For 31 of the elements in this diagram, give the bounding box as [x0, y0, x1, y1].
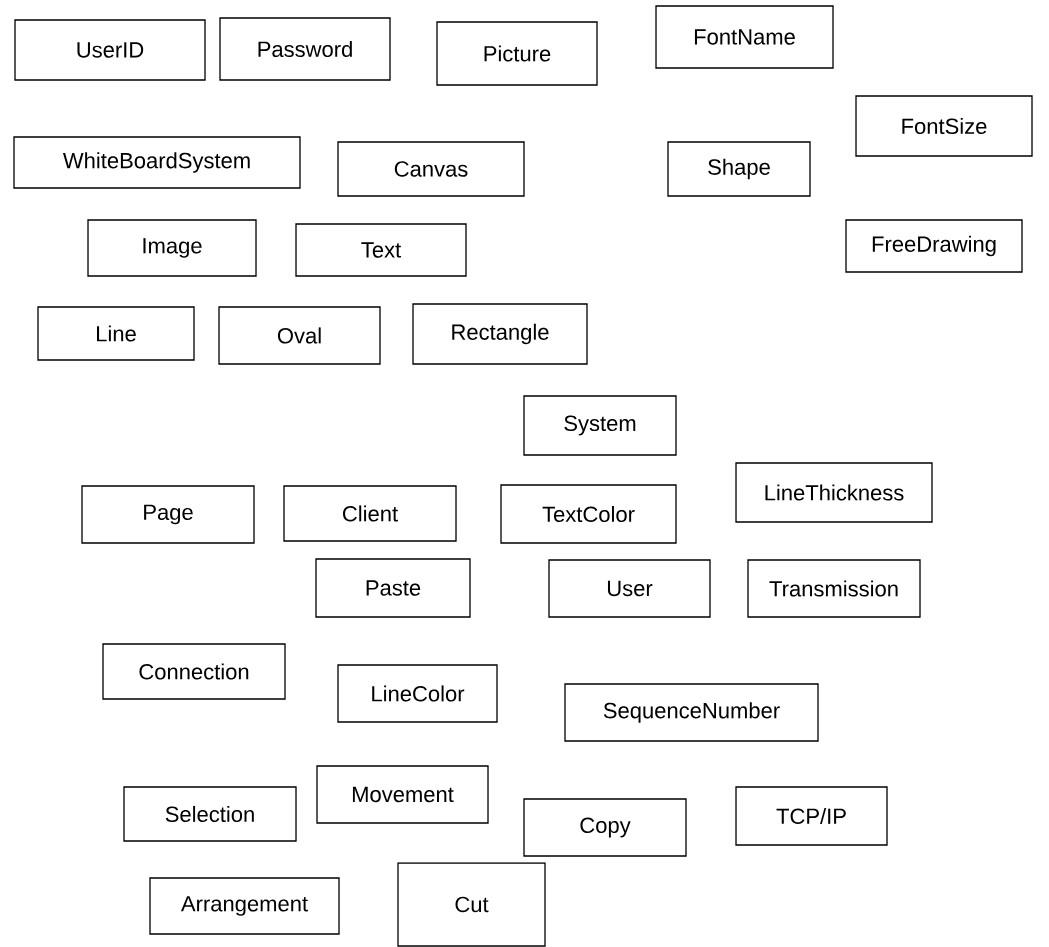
entity-box: SequenceNumber	[564, 683, 819, 742]
entity-box: Rectangle	[412, 303, 588, 365]
entity-box: System	[523, 395, 677, 456]
entity-box: User	[548, 559, 711, 618]
entity-box: Image	[87, 219, 257, 277]
entity-box: Arrangement	[149, 877, 340, 935]
entity-box: Transmission	[747, 559, 921, 618]
entity-box: Movement	[316, 765, 489, 824]
entity-box: WhiteBoardSystem	[13, 136, 301, 189]
entity-box: Cut	[397, 862, 546, 947]
entity-box: TextColor	[500, 484, 677, 544]
entity-box: Password	[219, 17, 391, 81]
entity-box: Client	[283, 485, 457, 542]
entity-box: Shape	[667, 141, 811, 197]
entity-box: Copy	[523, 798, 687, 857]
entity-box: Canvas	[337, 141, 525, 197]
entity-box: Picture	[436, 21, 598, 86]
entity-box: FontName	[655, 5, 834, 69]
entity-box: FontSize	[855, 95, 1033, 157]
entity-box: Line	[37, 306, 195, 361]
entity-box: Text	[295, 223, 467, 277]
entity-box: FreeDrawing	[845, 219, 1023, 273]
entity-box: TCP/IP	[735, 786, 888, 846]
entity-box: Page	[81, 485, 255, 544]
entity-box: Selection	[123, 786, 297, 842]
entity-box: Paste	[315, 558, 471, 618]
entity-box: Connection	[102, 643, 286, 700]
entity-box: Oval	[218, 306, 381, 365]
entity-box: LineColor	[337, 664, 498, 723]
entity-box: UserID	[14, 19, 206, 81]
entity-box: LineThickness	[735, 462, 933, 523]
